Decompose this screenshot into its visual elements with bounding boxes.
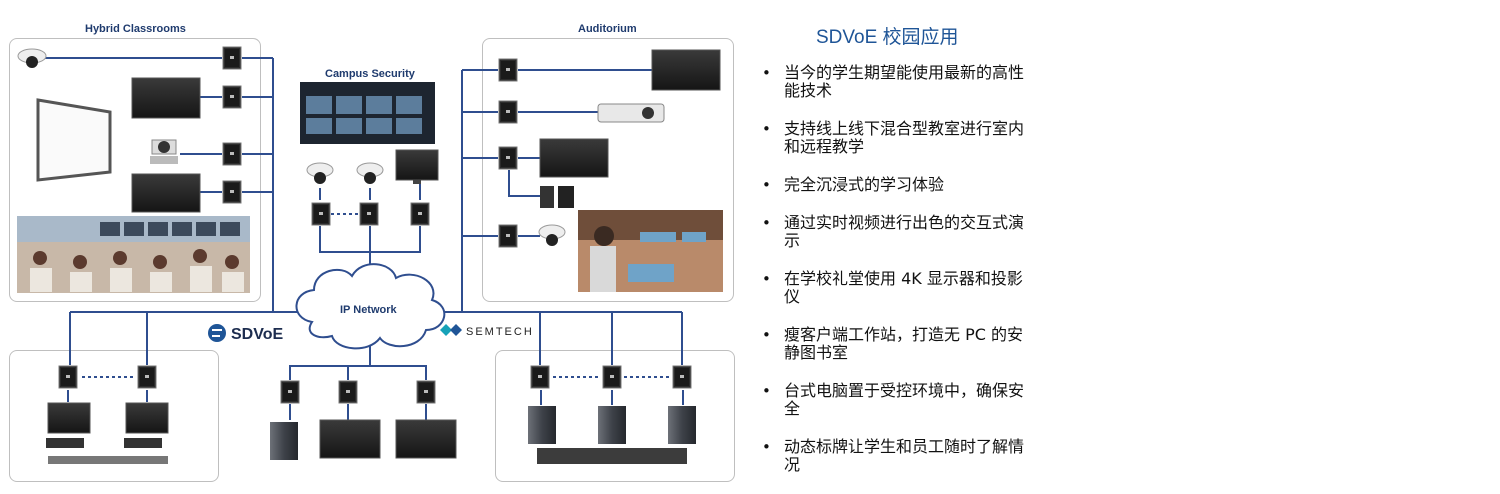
bullet-icon: • bbox=[762, 438, 771, 456]
bullet-icon: • bbox=[762, 64, 771, 82]
bullet-list: • 当今的学生期望能使用最新的高性能技术 • 支持线上线下混合型教室进行室内和远程教… bbox=[760, 64, 1030, 494]
sdvoe-logo: SDVoE bbox=[208, 324, 283, 343]
dashed-links bbox=[82, 213, 670, 378]
semtech-logo: SEMTECH bbox=[440, 324, 534, 338]
ip-network-cloud bbox=[295, 263, 446, 350]
campus-security-title: Campus Security bbox=[325, 68, 415, 80]
list-item-text: 瘦客户端工作站，打造无 PC 的安静图书室 bbox=[784, 325, 1023, 362]
list-item-text: 完全沉浸式的学习体验 bbox=[784, 175, 945, 194]
bullet-icon: • bbox=[762, 326, 771, 344]
list-item-text: 支持线上线下混合型教室进行室内和远程教学 bbox=[784, 119, 1025, 156]
auditorium-title: Auditorium bbox=[578, 23, 637, 35]
bullet-icon: • bbox=[762, 120, 771, 138]
hybrid-classrooms-title: Hybrid Classrooms bbox=[85, 23, 186, 35]
connection-lines bbox=[45, 57, 684, 420]
diagram-svg: IP Network SDVoE SEMTECH bbox=[17, 46, 723, 464]
auditorium-devices bbox=[538, 49, 723, 292]
list-item: • 完全沉浸式的学习体验 bbox=[760, 175, 1030, 195]
list-item: • 当今的学生期望能使用最新的高性能技术 bbox=[760, 64, 1030, 100]
sdvoe-logo-text: SDVoE bbox=[231, 326, 283, 343]
list-item: • 通过实时视频进行出色的交互式演示 bbox=[760, 214, 1030, 250]
list-item-text: 在学校礼堂使用 4K 显示器和投影仪 bbox=[784, 269, 1023, 306]
bullet-icon: • bbox=[762, 214, 771, 232]
list-item-text: 当今的学生期望能使用最新的高性能技术 bbox=[784, 63, 1025, 100]
classroom-devices bbox=[17, 48, 250, 293]
security-devices bbox=[300, 82, 439, 184]
bullet-icon: • bbox=[762, 176, 771, 194]
list-item: • 瘦客户端工作站，打造无 PC 的安静图书室 bbox=[760, 326, 1030, 362]
page-title: SDVoE 校园应用 bbox=[816, 27, 959, 48]
bullet-icon: • bbox=[762, 382, 771, 400]
bullet-icon: • bbox=[762, 270, 771, 288]
semtech-logo-text: SEMTECH bbox=[466, 326, 534, 338]
list-item: • 动态标牌让学生和员工随时了解情况 bbox=[760, 438, 1030, 474]
ip-network-label: IP Network bbox=[340, 304, 398, 316]
list-item: • 台式电脑置于受控环境中，确保安全 bbox=[760, 382, 1030, 418]
sdvoe-campus-diagram: Hybrid Classrooms Auditorium Campus Secu… bbox=[0, 0, 750, 482]
workstation-devices bbox=[46, 402, 696, 464]
list-item-text: 台式电脑置于受控环境中，确保安全 bbox=[784, 381, 1025, 418]
list-item: • 在学校礼堂使用 4K 显示器和投影仪 bbox=[760, 270, 1030, 306]
list-item-text: 通过实时视频进行出色的交互式演示 bbox=[784, 213, 1025, 250]
list-item: • 支持线上线下混合型教室进行室内和远程教学 bbox=[760, 120, 1030, 156]
list-item-text: 动态标牌让学生和员工随时了解情况 bbox=[784, 437, 1025, 474]
content-panel: SDVoE 校园应用 • 当今的学生期望能使用最新的高性能技术 • 支持线上线下混合… bbox=[760, 0, 1030, 474]
